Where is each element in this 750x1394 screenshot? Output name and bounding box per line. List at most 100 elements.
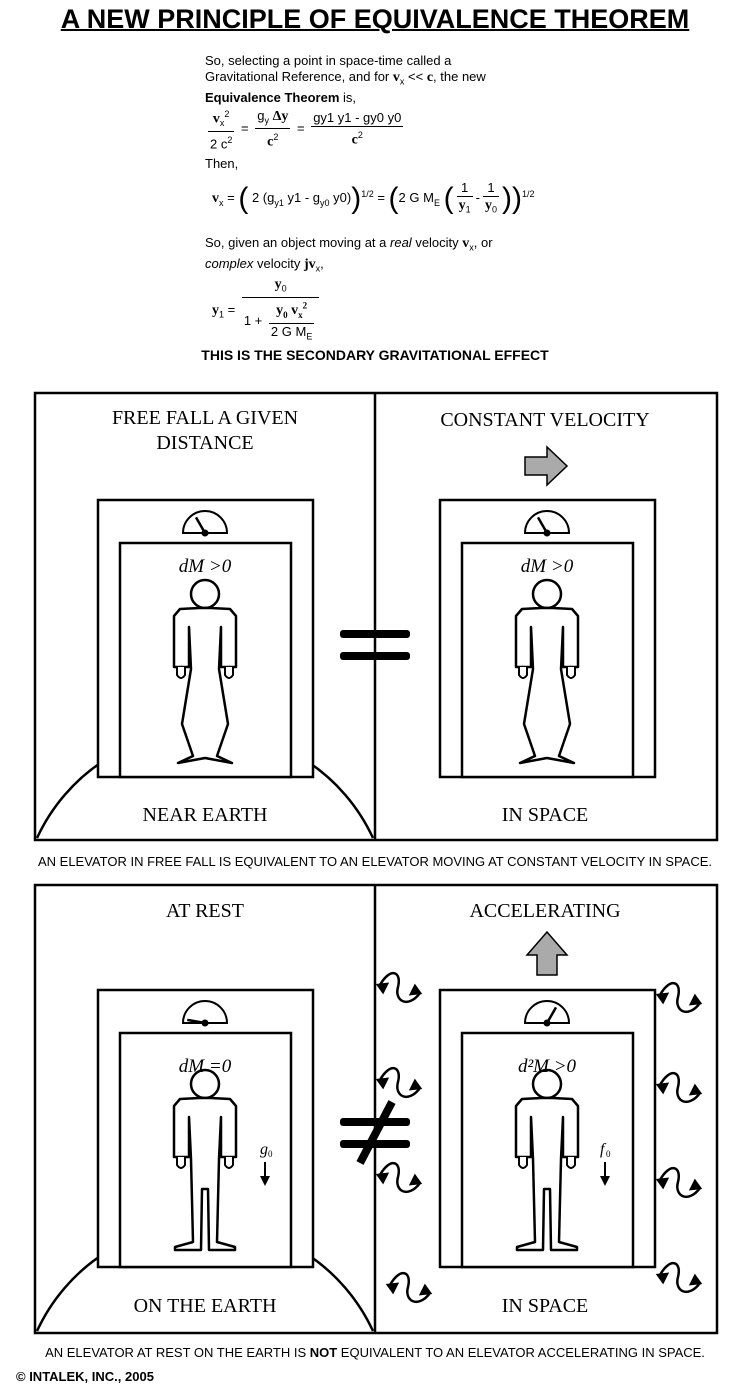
var-c: c xyxy=(426,70,434,85)
secondary-effect-heading: THIS IS THE SECONDARY GRAVITATIONAL EFFE… xyxy=(201,347,549,363)
t: 1/2 xyxy=(521,188,535,199)
person-head xyxy=(531,578,563,610)
intro-bold: Equivalence Theorem xyxy=(205,89,340,105)
t: y xyxy=(458,198,466,213)
gravity-wave-arrow xyxy=(375,972,423,1004)
elevator xyxy=(96,988,315,1269)
t: , or xyxy=(473,235,493,250)
caption-equivalent: AN ELEVATOR IN FREE FALL IS EQUIVALENT T… xyxy=(37,854,713,869)
arrowtail xyxy=(655,1177,670,1190)
then-label: Then, xyxy=(205,156,239,171)
t: 2 c xyxy=(210,136,228,152)
wave-line xyxy=(658,1167,701,1199)
wave-line xyxy=(388,1272,431,1304)
t: y1 - g xyxy=(283,190,320,206)
t: complex xyxy=(205,255,254,271)
on-the-earth-label: ON THE EARTH xyxy=(134,1295,277,1317)
arrowhead xyxy=(418,1283,433,1296)
person-hand xyxy=(518,1157,528,1169)
gravity-wave-arrow xyxy=(385,1272,433,1304)
person-hand xyxy=(224,667,234,679)
var-vx: v xyxy=(392,70,400,85)
copyright: © INTALEK, INC., 2005 xyxy=(16,1369,154,1384)
in-space-label-2: IN SPACE xyxy=(502,1295,589,1317)
arrowtail xyxy=(375,982,390,995)
wave-line xyxy=(658,1262,701,1294)
t: y xyxy=(212,302,219,318)
wave-line xyxy=(658,1072,701,1104)
mass-label: dM =0 xyxy=(179,1056,232,1077)
gauge-icon xyxy=(181,1000,229,1024)
gravity-wave-arrow xyxy=(655,982,703,1014)
t: Δy xyxy=(272,108,289,124)
t: y0 xyxy=(320,197,330,208)
arrowtail xyxy=(655,1082,670,1095)
t: g xyxy=(257,107,265,123)
equals-sign xyxy=(340,630,410,660)
person-head xyxy=(189,578,221,610)
caption-not-equivalent: AN ELEVATOR AT REST ON THE EARTH IS NOT … xyxy=(0,1345,750,1360)
t: v xyxy=(462,236,470,251)
gauge-pivot xyxy=(543,529,551,537)
intro-line3: is, xyxy=(339,89,357,105)
g0-label: g xyxy=(260,1141,268,1158)
t: = xyxy=(240,120,249,136)
arrowhead xyxy=(688,1083,703,1096)
eq3-sub-numerator: y0 vx2 xyxy=(276,300,308,321)
page-title: A NEW PRINCIPLE OF EQUIVALENCE THEOREM xyxy=(60,4,690,34)
intro-text: So, selecting a point in space-time call… xyxy=(205,53,486,106)
accelerating-title: ACCELERATING xyxy=(469,900,620,922)
arrowhead xyxy=(408,983,423,996)
t: E xyxy=(433,197,440,208)
arrowhead xyxy=(408,1078,423,1091)
t: gy1 y1 - gy0 y0 xyxy=(311,109,404,127)
t: y0) xyxy=(329,190,352,206)
up-arrow-icon xyxy=(525,930,569,976)
arrowtail xyxy=(655,1272,670,1285)
gauge-icon xyxy=(523,1000,571,1024)
gauge-icon xyxy=(181,510,229,534)
sub-x: x xyxy=(399,76,405,87)
t: 2 (g xyxy=(251,190,275,206)
down-arrow-icon xyxy=(600,1162,610,1186)
svg-text:0: 0 xyxy=(268,1149,273,1159)
t: 1/2 xyxy=(361,188,374,199)
arrowhead xyxy=(688,1178,703,1191)
t: y1 xyxy=(274,197,284,208)
mass-label: dM >0 xyxy=(521,556,574,577)
gravity-wave-arrow xyxy=(375,1162,423,1194)
arrowtail xyxy=(375,1172,390,1185)
at-rest-title: AT REST xyxy=(166,900,244,922)
wave-line xyxy=(378,1162,421,1194)
t: jv xyxy=(304,256,316,272)
t: velocity xyxy=(253,255,304,271)
person-hand xyxy=(518,667,528,679)
free-fall-title: FREE FALL A GIVEN xyxy=(112,407,298,429)
arrowtail xyxy=(655,992,670,1005)
t: v xyxy=(212,191,219,207)
arrowhead xyxy=(408,1173,423,1186)
t: c xyxy=(351,132,358,148)
t: AN ELEVATOR AT REST ON THE EARTH IS xyxy=(45,1345,310,1360)
gauge-pivot xyxy=(201,529,209,537)
down-arrow-icon xyxy=(260,1162,270,1186)
t: 1 + xyxy=(243,312,263,328)
person-hand xyxy=(176,667,186,679)
in-space-label: IN SPACE xyxy=(502,804,589,826)
gauge-pivot xyxy=(543,1019,551,1027)
t: real xyxy=(390,235,412,250)
right-arrow-icon xyxy=(524,445,569,487)
mass-label: dM >0 xyxy=(179,556,232,577)
mass-label: d²M >0 xyxy=(518,1056,577,1077)
t: 1 xyxy=(482,180,499,197)
t: 2 G M xyxy=(398,190,434,206)
ll: << xyxy=(404,69,427,84)
not-equal-sign xyxy=(340,1100,410,1165)
given-text: So, given an object moving at a real vel… xyxy=(205,235,493,274)
t: y xyxy=(274,277,282,292)
t: y xyxy=(484,198,492,213)
